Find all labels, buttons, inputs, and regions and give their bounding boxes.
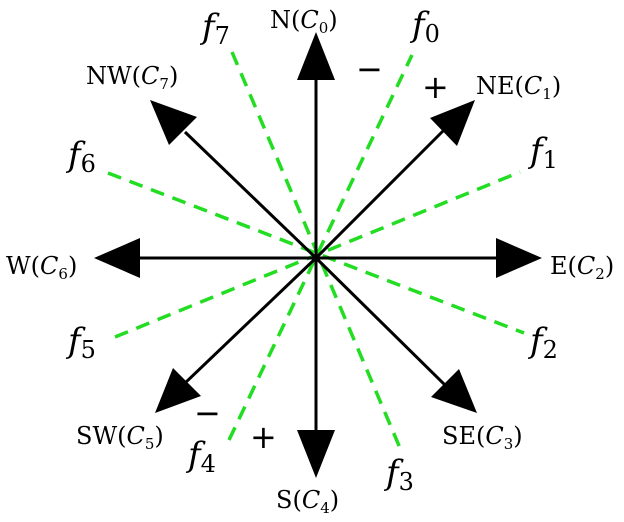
arrow-head-se	[431, 369, 477, 413]
filter-label-f7: f7	[199, 7, 230, 50]
direction-label-s: S(C4)	[276, 486, 339, 517]
minus-sign-bottom: −	[194, 394, 221, 432]
direction-label-se: SE(C3)	[442, 422, 523, 453]
filter-label-f2: f2	[527, 321, 558, 364]
arrow-shafts	[135, 78, 500, 435]
polarity-signs: − + − +	[194, 50, 449, 456]
filter-line-f0	[227, 54, 414, 441]
direction-label-n: N(C0)	[270, 6, 338, 37]
arrow-head-s	[297, 430, 335, 478]
filter-label-f4: f4	[185, 435, 216, 478]
arrow-heads	[94, 32, 542, 478]
arrow-head-w	[94, 238, 140, 278]
arrow-head-e	[496, 238, 542, 278]
arrow-head-n	[297, 32, 335, 80]
plus-sign-top: +	[422, 68, 449, 106]
direction-label-nw: NW(C7)	[86, 62, 178, 93]
filter-label-f5: f5	[65, 321, 96, 364]
filter-label-f6: f6	[65, 135, 96, 178]
arrow-shaft-nw	[183, 130, 318, 260]
direction-label-w: W(C6)	[6, 252, 77, 283]
arrow-head-sw	[155, 368, 201, 413]
direction-label-ne: NE(C1)	[476, 72, 561, 103]
minus-sign-top: −	[356, 50, 383, 88]
filter-line-f2	[107, 171, 525, 335]
arrow-shaft-se	[314, 256, 448, 388]
arrow-shaft-ne	[314, 128, 446, 260]
arrow-head-ne	[430, 100, 475, 146]
plus-sign-bottom: +	[250, 418, 277, 456]
arrow-head-nw	[150, 100, 197, 145]
arrow-shaft-sw	[182, 256, 318, 386]
filter-label-f1: f1	[527, 131, 558, 174]
filter-label-f0: f0	[409, 5, 440, 48]
direction-label-e: E(C2)	[550, 252, 614, 283]
filter-label-f3: f3	[383, 453, 414, 496]
direction-label-sw: SW(C5)	[76, 422, 164, 453]
